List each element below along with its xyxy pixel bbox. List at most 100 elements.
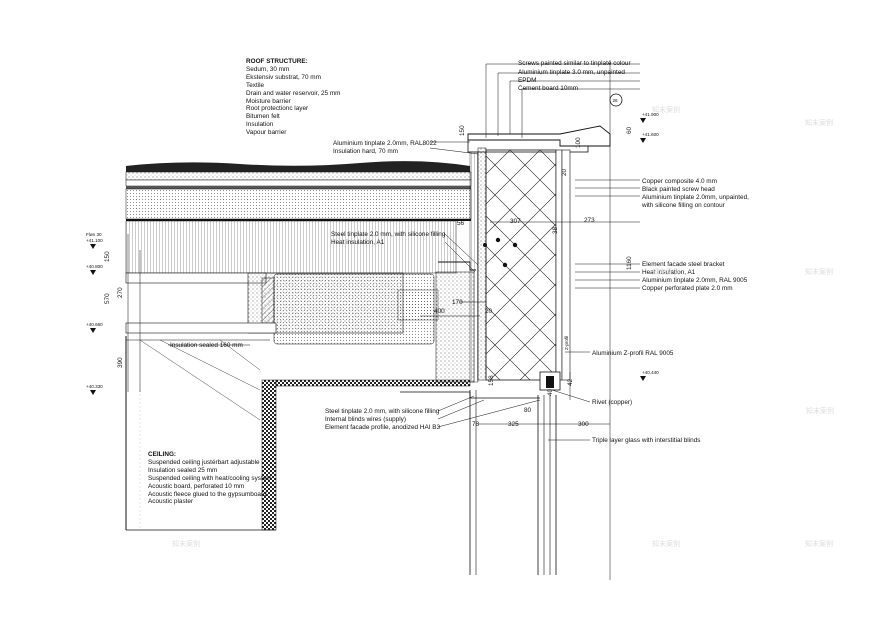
annotation-label: Cement board 10mm: [518, 85, 578, 92]
ceiling-layer: Suspended ceiling with heat/cooling syst…: [148, 474, 272, 482]
annotation-label: Black painted screw head: [642, 186, 715, 193]
ceiling-layer: Acoustic fleece glued to the gypsumboard: [148, 490, 267, 498]
annotation-label: Element facade steel bracket: [642, 261, 725, 268]
detail-reference-circle: [609, 93, 623, 107]
dimension-labels: 150 100 60 20 56 307 273 38 1160 170 400…: [104, 125, 633, 428]
roof-layer: Drain and water reservoir, 25 mm: [246, 89, 341, 97]
annotation-label: Copper composite 4.0 mm: [642, 178, 717, 185]
annotation-label: Insulation sealed 160 mm: [170, 342, 243, 349]
ceiling-note: CEILING: Suspended ceiling justérbart ad…: [148, 451, 272, 506]
dimension-label: 20: [485, 308, 493, 315]
annotation-label: Heat insulation, A1: [642, 269, 696, 276]
suspended-ceiling: [125, 336, 471, 531]
annotation-label: Rivet (copper): [592, 399, 632, 406]
level-label: +40.440: [642, 370, 659, 375]
dimension-label: 78: [472, 421, 480, 428]
roof-layer: Bitumen felt: [246, 113, 280, 121]
level-markers: 26 Fløn 30 +41.100 +40.800 +40.660 +40.3…: [86, 93, 659, 395]
roof-layer: Ekstensiv substrat, 70 mm: [246, 73, 321, 81]
dimension-label: 150: [459, 125, 466, 136]
annotation-label: EPDM: [518, 77, 536, 84]
ceiling-layer: Acoustic plaster: [148, 498, 194, 506]
roof-layer: Root protectionc layer: [246, 105, 309, 113]
detail-reference-number: 26: [613, 98, 619, 103]
dimension-label: 20: [561, 168, 568, 176]
annotation-label: Screws painted similar to tinplate colou…: [518, 60, 631, 67]
watermark: 知末案例: [805, 118, 833, 127]
ceiling-layer: Insulation sealed 25 mm: [148, 466, 218, 474]
dimension-label: 80: [524, 407, 532, 414]
dimension-label: 570: [104, 293, 111, 304]
dimension-label: 390: [117, 357, 124, 368]
membrane-layer: [126, 186, 471, 189]
annotation-label: Triple layer glass with interstitial bli…: [592, 437, 700, 444]
watermark: 知末案例: [652, 539, 680, 548]
ceiling-heading: CEILING:: [148, 451, 177, 458]
watermark: 知末案例: [172, 539, 200, 548]
roof-layer: Vapour barrier: [246, 129, 287, 137]
annotation-label: Aluminium tinplate 2.0mm, RAL8022: [333, 140, 437, 147]
vapour-barrier: [126, 219, 471, 221]
annotation-label: Internal blinds wires (supply): [325, 416, 406, 423]
roof-buildup: [125, 161, 472, 274]
dimension-label: 400: [434, 308, 445, 315]
dimension-label: 170: [452, 299, 463, 306]
sedum-layer: [126, 161, 470, 172]
watermark: 知末案例: [806, 406, 834, 415]
annotation-label: Aluminium tinplate 2.0mm, RAL 9005: [642, 277, 748, 284]
annotation-label: Steel tinplate 2.0 mm, with silicone fil…: [331, 231, 446, 238]
dimension-label: 38: [552, 226, 559, 234]
level-label: +41.100: [86, 238, 103, 243]
watermark: 知末案例: [652, 105, 680, 114]
watermark: 知末案例: [805, 267, 833, 276]
level-label: Fløn 30: [86, 232, 102, 237]
annotation-label: Steel tinplate 2.0 mm, with silicone fil…: [325, 408, 440, 415]
dimension-label: 56: [457, 220, 465, 227]
roof-insulation: [125, 188, 472, 220]
annotation-label: Aluminium Z-profil RAL 9005: [592, 350, 674, 357]
annotation-label: Copper perforated plate 2.0 mm: [642, 285, 733, 292]
substrate-layer: [125, 171, 472, 181]
dimension-label: 273: [584, 217, 595, 224]
annotation-label: Heat insulation, A1: [331, 239, 385, 246]
floor-slab: [125, 271, 475, 383]
level-label: +40.800: [86, 264, 103, 269]
roof-layer: Sedum, 30 mm: [246, 65, 290, 73]
watermark: 知末案例: [805, 539, 833, 548]
dimension-label: 1160: [626, 256, 633, 270]
dimension-label: 42: [567, 378, 574, 386]
dimension-label: 270: [117, 287, 124, 298]
watermarks: 知末案例 知末案例 知末案例 知末案例 知末案例 知末案例 知末案例 知末案例: [172, 105, 834, 548]
leader-lines: [127, 60, 640, 580]
dimension-label: 40: [547, 388, 554, 396]
watermark: 知末案例: [652, 267, 680, 276]
level-label: +40.660: [86, 322, 103, 327]
level-label: +41.900: [642, 112, 659, 117]
dimension-label: 158: [488, 375, 495, 386]
dimension-label: 325: [508, 421, 519, 428]
material-annotations: Screws painted similar to tinplate colou…: [170, 60, 749, 444]
dimension-label: 300: [578, 421, 589, 428]
level-label: +40.330: [86, 384, 103, 389]
ceiling-layer: Suspended ceiling justérbart adjustable: [148, 458, 260, 466]
timber-deck: [125, 220, 457, 274]
roof-structure-note: ROOF STRUCTURE: Sedum, 30 mm Ekstensiv s…: [246, 58, 340, 137]
dimension-label: 150: [104, 251, 111, 262]
dimension-label: 100: [575, 137, 582, 148]
drain-layer: [125, 179, 472, 187]
annotation-label: Element facade profile, anodized HAI B3: [325, 424, 441, 431]
dimension-label: 60: [626, 126, 633, 134]
ceiling-layer: Acoustic board, perforated 10 mm: [148, 482, 245, 490]
roof-layer: Textile: [246, 81, 265, 89]
annotation-label: with silicone filling on contour: [641, 202, 726, 209]
annotation-label: Aluminium tinplate 2.0mm, unpainted,: [642, 194, 749, 201]
annotation-label: Aluminium tinplate 3.0 mm, unpainted: [518, 69, 625, 76]
roof-layer: Moisture barrier: [246, 97, 291, 105]
roof-structure-heading: ROOF STRUCTURE:: [246, 58, 308, 65]
annotation-label: Insulation hard, 70 mm: [333, 148, 398, 155]
dimension-label: 307: [510, 218, 521, 225]
roof-layer: Insulation: [246, 121, 274, 129]
dimension-label: Z-profil: [564, 336, 569, 350]
level-label: +41.600: [642, 132, 659, 137]
